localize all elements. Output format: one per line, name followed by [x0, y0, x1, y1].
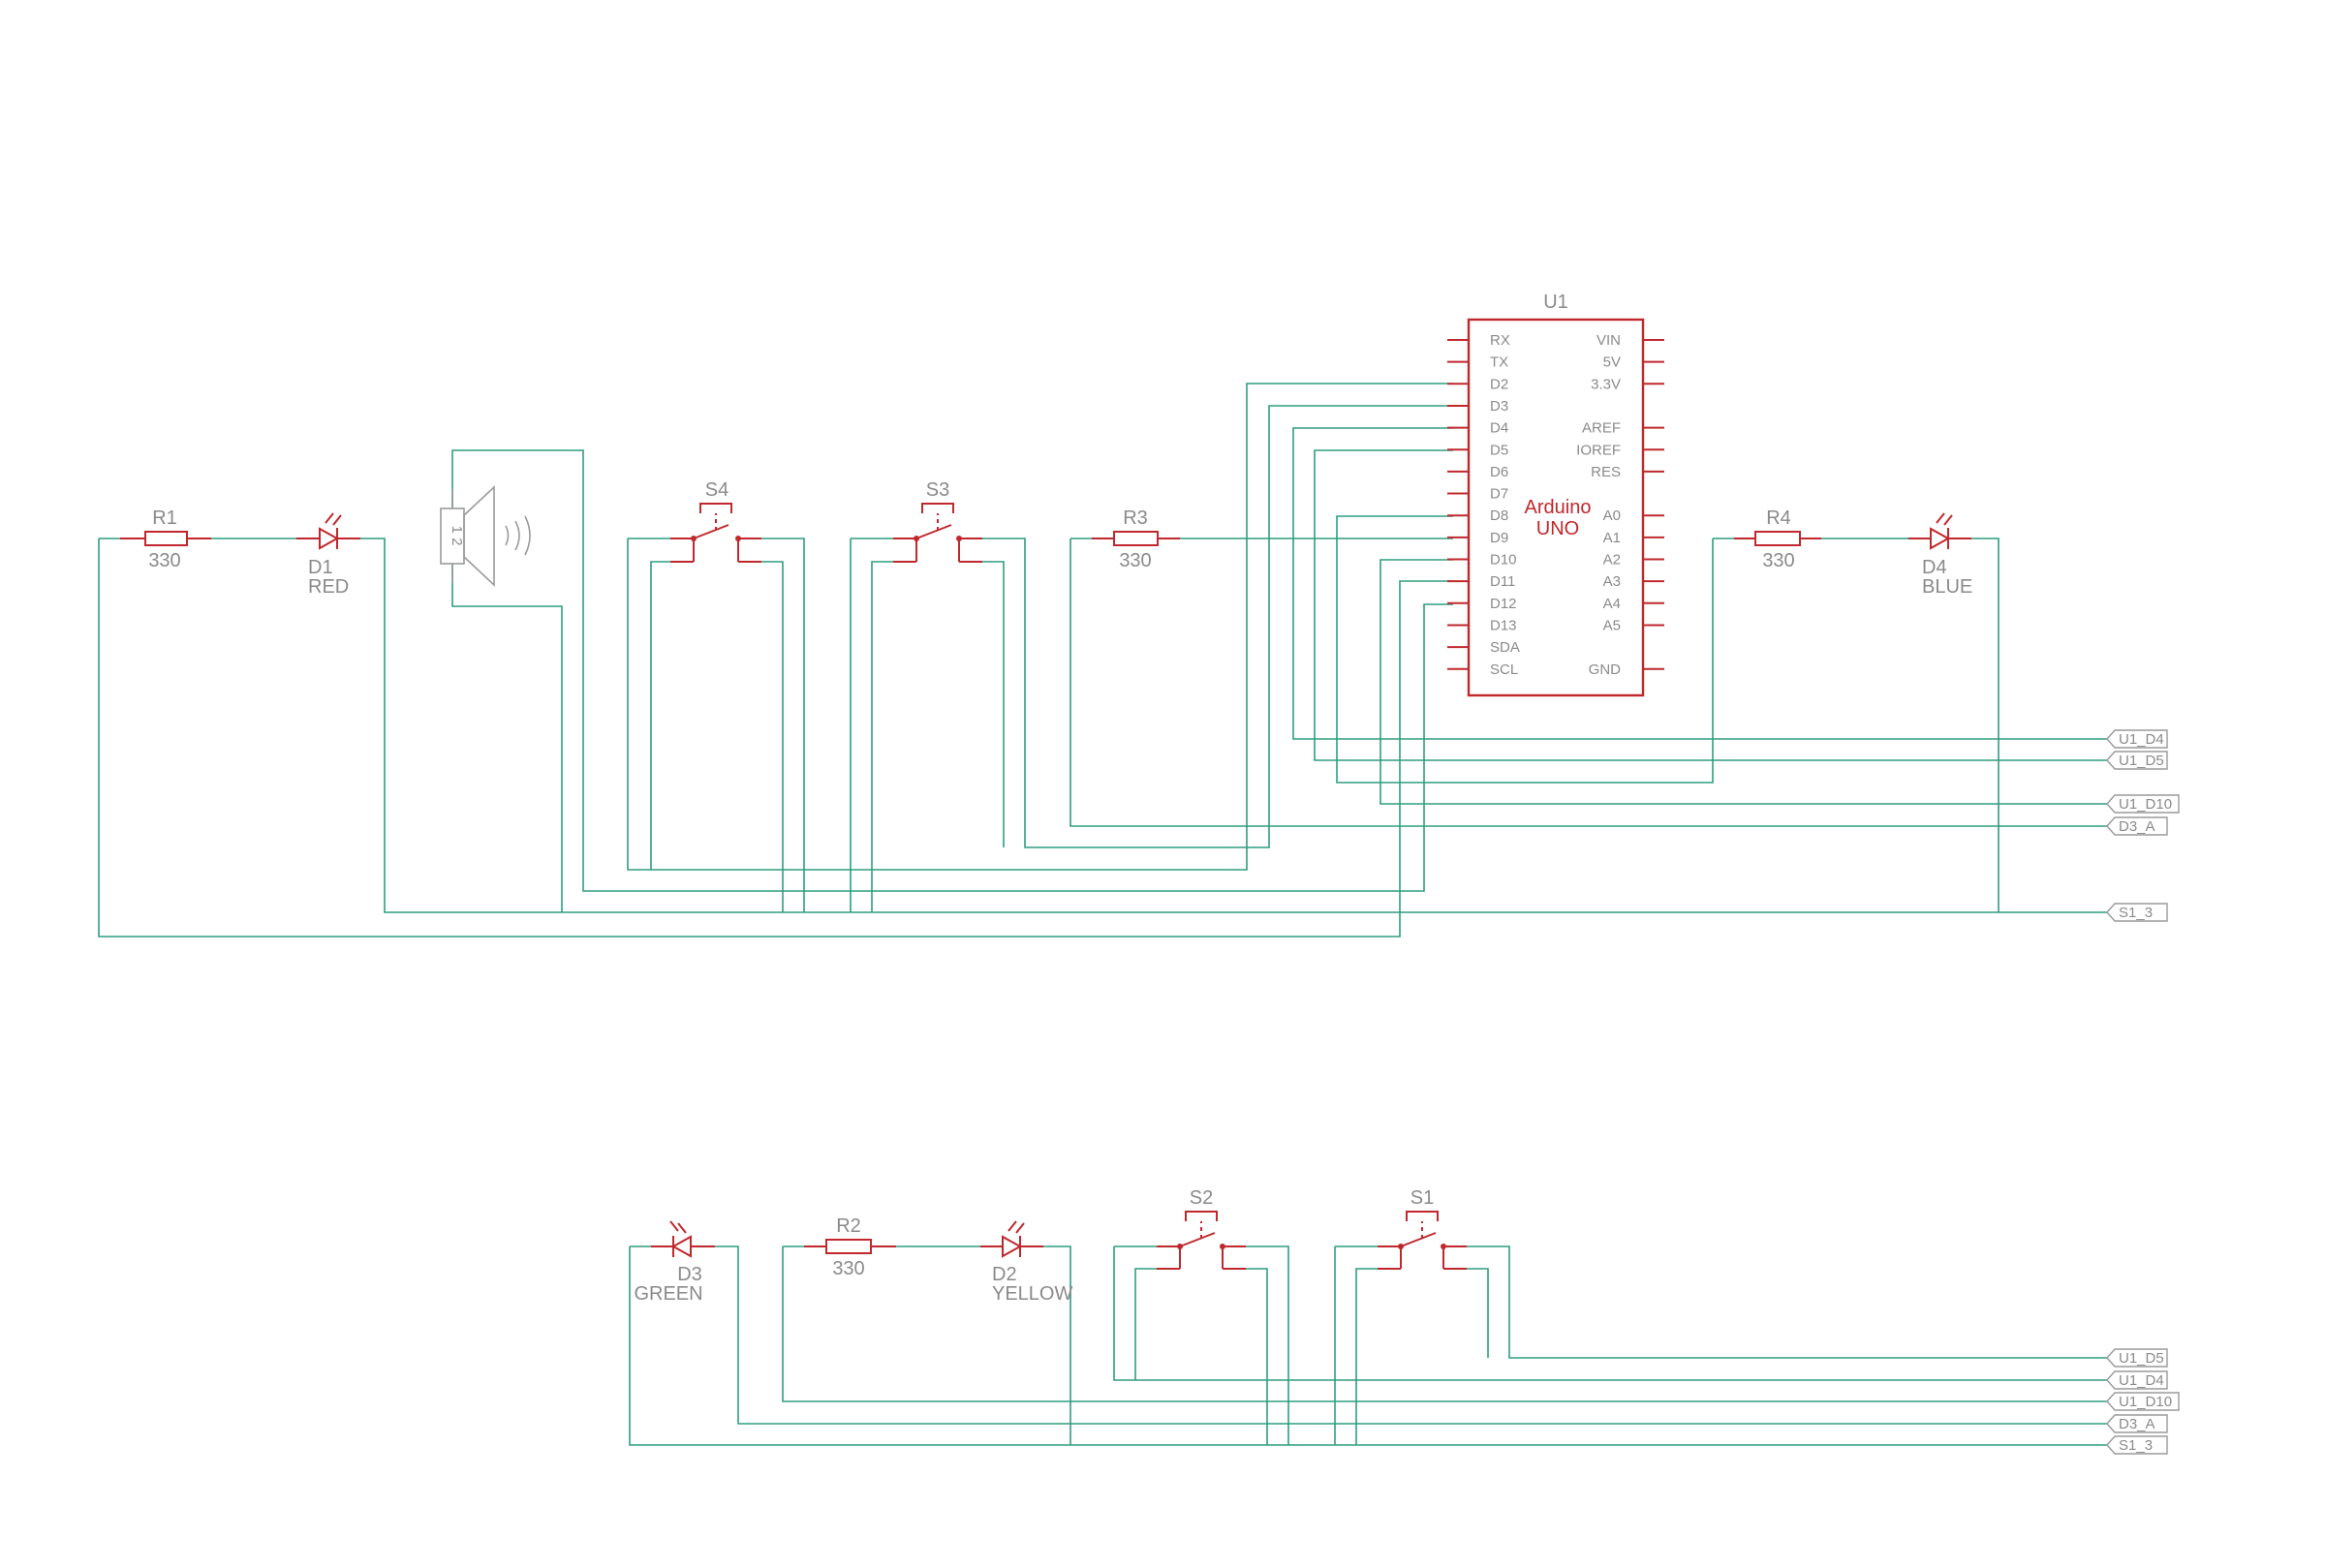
net-port-label: S1_3: [2119, 1437, 2153, 1454]
speaker-buzzer: 1 2: [440, 485, 531, 587]
u1-pin-label-left: D13: [1490, 617, 1517, 633]
resistor-r3: R3 330: [1092, 507, 1180, 571]
u1-name-line1: Arduino: [1525, 497, 1592, 518]
net-port-label: U1_D4: [2119, 731, 2164, 748]
u1-pin-label-right: 3.3V: [1591, 376, 1621, 392]
u1-pin-label-right: AREF: [1582, 420, 1621, 437]
d4-value-label: BLUE: [1922, 576, 1972, 598]
u1-pin-label-left: D10: [1490, 552, 1517, 569]
u1-pin-label-left: D3: [1490, 398, 1508, 415]
net-port-flag: [2106, 903, 2168, 922]
u1-pin-label-right: A5: [1603, 617, 1621, 633]
u1-pin-label-left: D2: [1490, 376, 1508, 392]
net-port-flag: [2106, 1348, 2168, 1368]
net-port-label: D3_A: [2119, 818, 2155, 835]
d1-value-label: RED: [308, 576, 349, 598]
r3-ref-label: R3: [1123, 507, 1148, 529]
resistor-r1: R1 330: [120, 507, 211, 571]
led-d2: D2 YELLOW: [980, 1220, 1072, 1305]
led-d1: D1 RED: [296, 512, 360, 598]
u1-pin-label-right: A0: [1603, 507, 1621, 524]
u1-pin-label-left: D7: [1490, 486, 1508, 503]
u1-pin-label-left: D5: [1490, 442, 1508, 458]
u1-pin-label-left: TX: [1490, 354, 1508, 371]
s3-ref-label: S3: [926, 479, 949, 501]
net-port-label: U1_D4: [2119, 1372, 2164, 1389]
s4-ref-label: S4: [705, 479, 728, 501]
net-port-label: D3_A: [2119, 1416, 2155, 1432]
d2-value-label: YELLOW: [992, 1283, 1072, 1305]
net-port-label: U1_D10: [2119, 796, 2172, 813]
u1-pin-label-left: D8: [1490, 507, 1508, 524]
switch-s1: S1: [1378, 1187, 1467, 1270]
u1-pin-label-left: D11: [1490, 573, 1515, 590]
net-port-flag: [2106, 1392, 2180, 1411]
r4-value-label: 330: [1762, 550, 1794, 571]
u1-pin-label-right: GND: [1589, 661, 1622, 678]
u1-pin-label-right: A2: [1603, 552, 1621, 569]
resistor-r2: R2 330: [804, 1215, 896, 1279]
r4-ref-label: R4: [1766, 507, 1791, 529]
speaker-pin-label: 1 2: [449, 526, 465, 546]
net-port-label: U1_D5: [2119, 753, 2164, 769]
u1-pin-label-left: D4: [1490, 420, 1508, 437]
led-d3: D3 GREEN: [634, 1220, 715, 1305]
u1-name-line2: UNO: [1536, 518, 1579, 539]
net-port-flag: [2106, 1435, 2168, 1455]
net-port-flag: [2106, 1370, 2168, 1390]
d2-ref-label: D2: [992, 1264, 1017, 1285]
r2-ref-label: R2: [836, 1215, 861, 1237]
u1-ref-label: U1: [1543, 292, 1568, 313]
net-port-flag: [2106, 1414, 2168, 1433]
d3-value-label: GREEN: [634, 1283, 702, 1305]
u1-pin-label-right: IOREF: [1576, 442, 1621, 458]
wires-top: [98, 383, 2107, 938]
u1-pin-label-left: D12: [1490, 596, 1517, 612]
u1-pin-label-right: A3: [1603, 573, 1621, 590]
net-port-flag: [2106, 729, 2168, 749]
d3-ref-label: D3: [677, 1264, 702, 1285]
d1-ref-label: D1: [308, 557, 333, 578]
net-port-label: U1_D10: [2119, 1394, 2172, 1410]
u1-pin-label-left: SCL: [1490, 661, 1518, 678]
r3-value-label: 330: [1119, 550, 1151, 571]
u1-body: [1467, 318, 1645, 697]
d4-ref-label: D4: [1922, 557, 1947, 578]
net-port-flag: [2106, 794, 2180, 814]
r1-ref-label: R1: [152, 507, 177, 529]
switch-s4: S4: [670, 479, 761, 563]
switch-s2: S2: [1157, 1187, 1246, 1270]
u1-pin-label-left: RX: [1490, 332, 1510, 349]
net-port-label: S1_3: [2119, 905, 2153, 921]
net-port-label: U1_D5: [2119, 1350, 2164, 1367]
s1-ref-label: S1: [1410, 1187, 1434, 1209]
net-port-flag: [2106, 751, 2168, 770]
switch-s3: S3: [893, 479, 982, 563]
u1-pin-label-right: VIN: [1596, 332, 1621, 349]
s2-ref-label: S2: [1190, 1187, 1213, 1209]
r2-value-label: 330: [832, 1258, 864, 1279]
u1-pin-label-left: D6: [1490, 464, 1508, 480]
net-port-flag: [2106, 816, 2168, 836]
resistor-r4: R4 330: [1734, 507, 1821, 571]
led-d4: D4 BLUE: [1908, 512, 1972, 598]
r1-value-label: 330: [148, 550, 180, 571]
u1-pin-label-left: D9: [1490, 530, 1508, 546]
u1-pin-label-right: A4: [1603, 596, 1621, 612]
u1-pin-label-right: RES: [1591, 464, 1621, 480]
u1-pin-label-right: 5V: [1603, 354, 1621, 371]
u1-pin-label-right: A1: [1603, 530, 1621, 546]
u1-pin-label-left: SDA: [1490, 639, 1520, 656]
